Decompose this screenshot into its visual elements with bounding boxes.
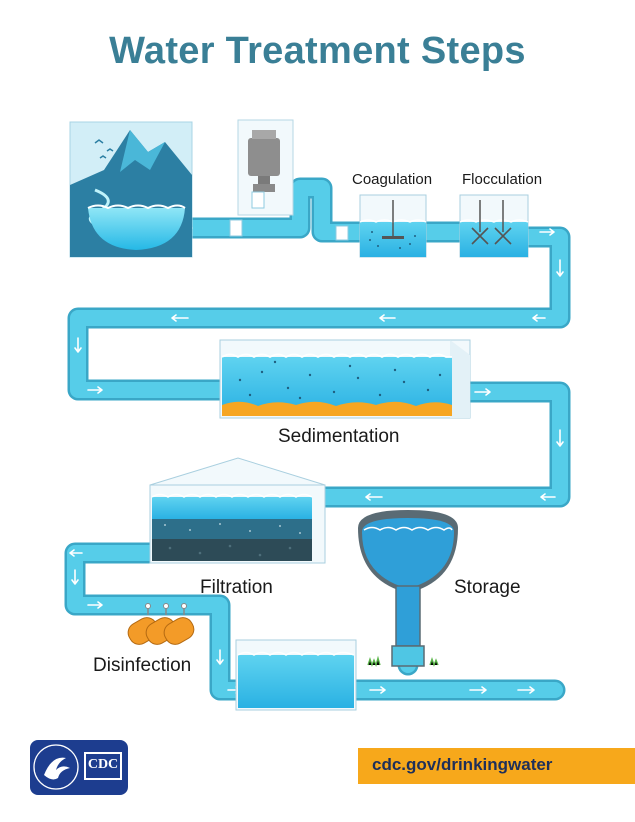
stage-label-coagulation: Coagulation xyxy=(352,171,433,188)
footer-url[interactable]: cdc.gov/drinkingwater xyxy=(372,755,553,774)
sedimentation-basin xyxy=(219,339,471,419)
stage-label-flocculation: Flocculation xyxy=(462,171,543,188)
water-source-scene xyxy=(69,121,193,258)
coagulation-tank xyxy=(359,194,427,258)
cdc-logo-text: CDC xyxy=(87,757,119,772)
page-title: Water Treatment Steps xyxy=(109,30,526,72)
stage-label-sedimentation: Sedimentation xyxy=(278,426,400,447)
clear-well-tank xyxy=(235,639,357,711)
footer-url-bar xyxy=(358,748,635,784)
stage-label-storage: Storage xyxy=(454,577,521,598)
intake-pump xyxy=(229,119,349,241)
flocculation-tank xyxy=(459,194,529,258)
stage-label-disinfection: Disinfection xyxy=(93,655,192,676)
disinfection-tanks xyxy=(127,603,195,645)
filtration-building xyxy=(149,457,326,564)
hhs-cdc-logo xyxy=(30,740,128,795)
storage-tower xyxy=(358,510,458,668)
stage-label-filtration: Filtration xyxy=(200,577,273,598)
